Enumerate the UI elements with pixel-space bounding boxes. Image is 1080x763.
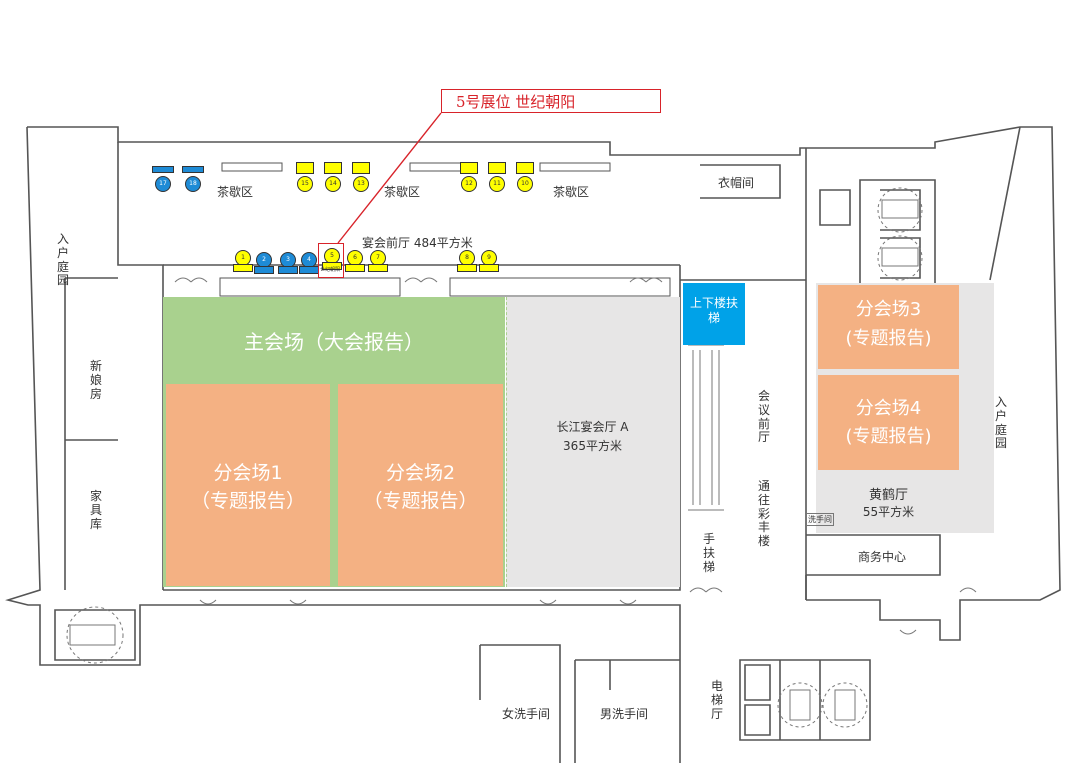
sub-hall-2-desc: （专题报告） xyxy=(363,490,478,512)
booth-11-table xyxy=(488,162,506,174)
booth-base xyxy=(322,262,342,270)
handrail-escalator-label: 手扶梯 xyxy=(702,532,715,574)
booth-18-table xyxy=(182,166,204,173)
womens-restroom-label: 女洗手间 xyxy=(502,707,551,721)
booth-number: 18 xyxy=(185,176,201,192)
booth-17-table xyxy=(152,166,174,173)
door-swings xyxy=(174,277,977,635)
booth-base xyxy=(278,266,298,274)
hall-a-name: 长江宴会厅 A xyxy=(556,420,629,434)
sub-hall-4-name: 分会场4 xyxy=(855,398,922,419)
main-hall-label: 主会场（大会报告） xyxy=(244,330,424,354)
elevator-hall-label: 电梯厅 xyxy=(710,679,723,721)
booth-base xyxy=(457,264,477,272)
small-restroom-label: 洗手间 xyxy=(806,513,834,526)
entrance-court-right: 入户庭园 xyxy=(994,395,1007,451)
booth-base xyxy=(254,266,274,274)
escalator-badge[interactable] xyxy=(683,283,745,345)
to-caifeng-label: 通往彩丰楼 xyxy=(757,479,770,549)
sub-hall-3[interactable] xyxy=(818,285,959,369)
sub-hall-3-name: 分会场3 xyxy=(855,299,922,320)
sub-hall-1-name: 分会场1 xyxy=(213,462,283,484)
cloakroom-label: 衣帽间 xyxy=(718,176,755,190)
sub-hall-2[interactable] xyxy=(338,384,503,586)
stair-and-escalator-lines xyxy=(66,187,923,728)
bridal-room-label: 新娘房 xyxy=(89,359,102,401)
booth-number: 17 xyxy=(155,176,171,192)
business-center-label: 商务中心 xyxy=(858,550,907,564)
sub-hall-2-name: 分会场2 xyxy=(385,462,456,484)
booth-callout: 5号展位 世纪朝阳 xyxy=(441,89,661,113)
booth-number: 2 xyxy=(256,252,272,268)
booth-base xyxy=(368,264,388,272)
tea-break-label-3: 茶歇区 xyxy=(553,185,590,199)
mens-restroom-label: 男洗手间 xyxy=(600,707,649,721)
booth-13-table xyxy=(352,162,370,174)
booth-10-table xyxy=(516,162,534,174)
sub-hall-4-desc: (专题报告) xyxy=(845,426,932,447)
booth-number: 5 xyxy=(324,248,340,264)
booth-number: 11 xyxy=(489,176,505,192)
booth-15-table xyxy=(296,162,314,174)
furniture-store-label: 家具库 xyxy=(89,489,102,531)
banquet-foyer-label: 宴会前厅 484平方米 xyxy=(362,236,473,250)
hall-a[interactable] xyxy=(506,297,680,587)
yellow-crane-hall-name: 黄鹤厅 xyxy=(868,488,908,503)
booth-number: 15 xyxy=(297,176,313,192)
tea-tables xyxy=(219,162,671,297)
tea-break-label-2: 茶歇区 xyxy=(384,185,421,199)
booth-base xyxy=(345,264,365,272)
booth-base xyxy=(479,264,499,272)
sub-hall-4[interactable] xyxy=(818,375,959,470)
booth-base xyxy=(233,264,253,272)
meeting-foyer-label: 会议前厅 xyxy=(757,389,770,445)
hall-a-area: 365平方米 xyxy=(563,439,622,453)
yellow-crane-hall-area: 55平方米 xyxy=(862,505,915,519)
sub-hall-3-desc: (专题报告) xyxy=(845,328,932,349)
entrance-court-left: 入户庭园 xyxy=(56,232,69,288)
sub-hall-1-desc: （专题报告） xyxy=(190,490,305,512)
booth-14-table xyxy=(324,162,342,174)
booth-number: 14 xyxy=(325,176,341,192)
booth-number: 10 xyxy=(517,176,533,192)
booth-12-table xyxy=(460,162,478,174)
escalator-badge-label: 上下楼扶梯 xyxy=(689,296,738,325)
booth-number: 13 xyxy=(353,176,369,192)
sub-hall-1[interactable] xyxy=(166,384,330,586)
selected-booth-highlight[interactable] xyxy=(318,243,344,278)
selected-booth-tag: 世纪朝阳 xyxy=(320,267,341,273)
booth-number: 12 xyxy=(461,176,477,192)
tea-break-label-1: 茶歇区 xyxy=(217,185,254,199)
